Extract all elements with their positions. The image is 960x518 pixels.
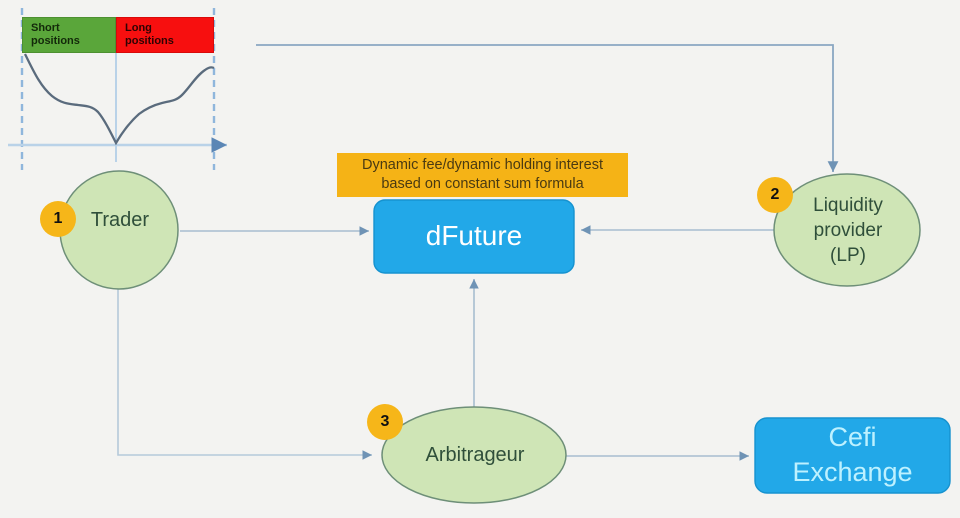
node-trader[interactable] xyxy=(59,170,179,290)
connector-chart-to-lp xyxy=(256,44,839,172)
node-arbitrageur[interactable] xyxy=(381,406,567,504)
step-badge-3[interactable]: 3 xyxy=(367,404,403,440)
step-badge-2[interactable]: 2 xyxy=(757,177,793,213)
step-badge-1[interactable]: 1 xyxy=(40,201,76,237)
short-positions-box: Short positions xyxy=(22,17,116,53)
node-dfuture[interactable] xyxy=(373,199,575,274)
long-positions-box: Long positions xyxy=(116,17,214,53)
dynamic-fee-banner xyxy=(337,153,628,197)
node-cefi-exchange[interactable] xyxy=(754,417,951,494)
chart-curve xyxy=(23,53,215,146)
node-liquidity-provider[interactable] xyxy=(773,173,921,287)
positions-chart xyxy=(8,8,227,170)
connector-trader-to-arbitrageur xyxy=(117,288,372,460)
